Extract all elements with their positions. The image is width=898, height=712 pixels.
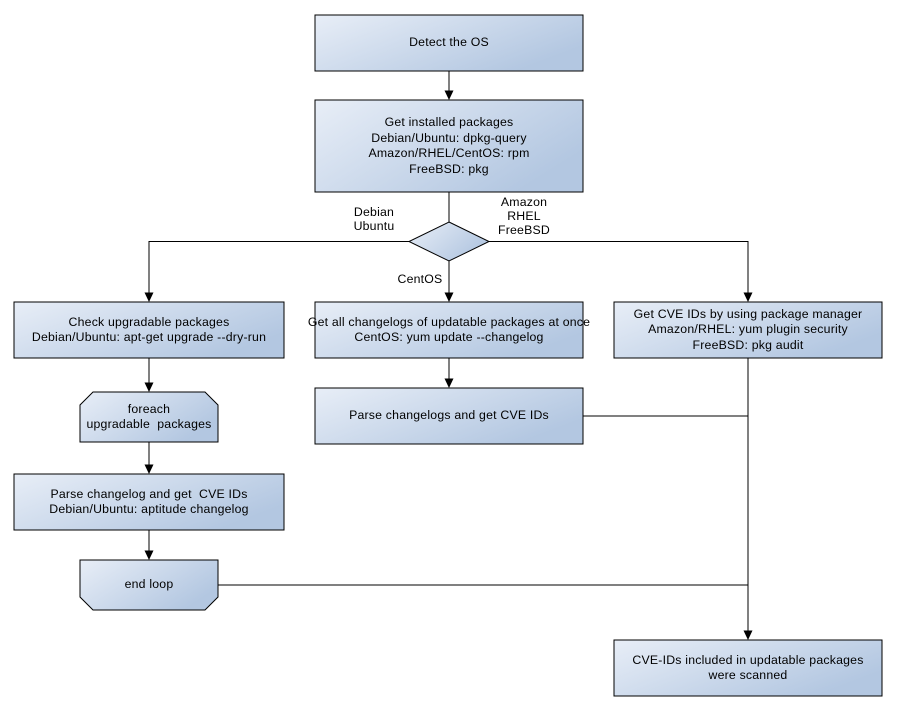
node-get-installed-packages: Get installed packages Debian/Ubuntu: dp…	[368, 115, 530, 176]
shape-check-upgradable	[13, 301, 285, 359]
shape-end-loop	[79, 559, 219, 611]
node-detect-os: Detect the OS	[409, 35, 489, 50]
arrowhead	[144, 464, 154, 474]
edge-decision-to-right	[489, 241, 749, 301]
node-shapes	[13, 14, 883, 697]
shape-detect-os	[314, 14, 584, 72]
node-get-cve-ids-pkg-manager: Get CVE IDs by using package manager Ama…	[633, 306, 863, 352]
edge-label-amazon-rhel-freebsd: Amazon RHEL FreeBSD	[498, 195, 550, 237]
connector-lines	[148, 71, 749, 639]
node-foreach-loop-start: foreach upgradable packages	[86, 401, 212, 432]
shape-foreach-loop-start	[79, 391, 219, 443]
edge-decision-to-left	[148, 241, 409, 301]
arrowhead	[444, 292, 454, 302]
arrowhead	[144, 550, 154, 560]
shape-get-cve-ids-pkg-manager	[613, 301, 883, 359]
shape-decision-diamond	[407, 221, 491, 262]
shape-get-all-changelogs	[314, 301, 584, 359]
node-get-all-changelogs: Get all changelogs of updatable packages…	[307, 314, 591, 345]
node-parse-changelogs: Parse changelogs and get CVE IDs	[349, 408, 549, 423]
arrowhead	[144, 292, 154, 302]
edge-label-debian-ubuntu: Debian Ubuntu	[353, 205, 395, 233]
node-check-upgradable: Check upgradable packages Debian/Ubuntu:…	[31, 314, 267, 345]
node-parse-changelog-left: Parse changelog and get CVE IDs Debian/U…	[49, 486, 249, 517]
node-cve-ids-scanned: CVE-IDs included in updatable packages w…	[632, 652, 864, 683]
shape-get-installed-packages	[314, 99, 584, 193]
arrowhead	[743, 292, 753, 302]
shape-parse-changelog-left	[13, 473, 285, 531]
arrowheads	[144, 90, 753, 640]
arrowhead	[444, 90, 454, 100]
arrowhead	[444, 378, 454, 388]
arrowhead	[743, 630, 753, 640]
node-end-loop: end loop	[124, 577, 174, 592]
arrowhead	[144, 382, 154, 392]
shape-cve-ids-scanned	[613, 639, 883, 697]
shape-parse-changelogs	[314, 387, 584, 445]
edge-label-centos: CentOS	[397, 272, 443, 286]
